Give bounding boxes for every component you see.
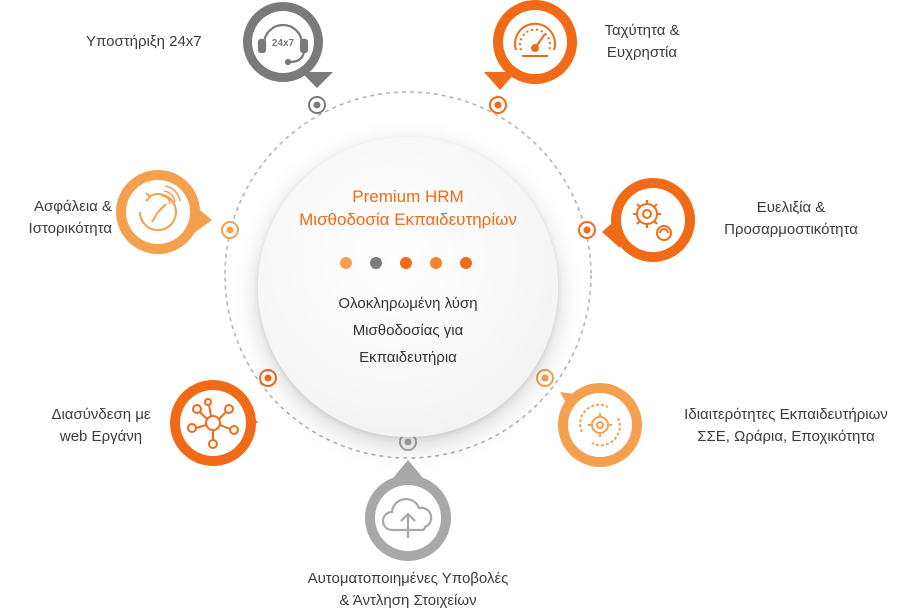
speed-bubble <box>484 0 577 90</box>
dot-4 <box>430 257 442 269</box>
ring-marker-particularities <box>536 369 554 387</box>
label-automation-line2: & Άντληση Στοιχείων <box>339 592 477 609</box>
ring-marker-security <box>221 221 239 239</box>
label-particularities: Ιδιαιτερότητες Εκπαιδευτήριων ΣΣΕ, Ωράρι… <box>652 404 920 448</box>
icon-text-24x7: 24x7 <box>272 38 295 49</box>
label-speed-line2: Ευχρηστία <box>606 44 678 61</box>
center-title-line2: Μισθοδοσία Εκπαιδευτηρίων <box>299 210 517 229</box>
support-bubble: 24x7 <box>243 2 333 88</box>
dot-5 <box>460 257 472 269</box>
ring-marker-speed <box>489 96 507 114</box>
label-speed: Ταχύτητα & Ευχρηστία <box>592 20 692 64</box>
label-automation-line1: Αυτοματοποιημένες Υποβολές <box>307 570 509 587</box>
center-desc-line3: Εκπαιδευτήρια <box>359 349 457 366</box>
label-security: Ασφάλεια & Ιστορικότητα <box>0 196 112 240</box>
label-flexibility: Ευελιξία & Προσαρμοστικότητα <box>702 197 880 241</box>
label-flexibility-line2: Προσαρμοστικότητα <box>724 221 858 238</box>
particularities-bubble <box>558 383 642 467</box>
security-bubble <box>116 170 212 254</box>
history-icon <box>138 185 181 232</box>
center-desc-line2: Μισθοδοσίας για <box>352 322 464 339</box>
ergani-bubble <box>170 380 258 466</box>
label-flexibility-line1: Ευελιξία & <box>756 199 826 216</box>
ring-marker-ergani <box>259 369 277 387</box>
label-automation: Αυτοματοποιημένες Υποβολές & Άντληση Στο… <box>268 568 548 612</box>
label-speed-line1: Ταχύτητα & <box>604 22 680 39</box>
label-ergani-line1: Διασύνδεση με <box>51 406 151 423</box>
label-ergani-line2: web Εργάνη <box>59 428 143 445</box>
speedometer-icon <box>514 22 556 57</box>
dot-1 <box>340 257 352 269</box>
gear-cycle-icon <box>579 403 621 447</box>
cloud-upload-icon <box>381 498 433 538</box>
label-ergani: Διασύνδεση με web Εργάνη <box>34 404 168 448</box>
dot-2 <box>370 257 382 269</box>
label-security-line2: Ιστορικότητα <box>28 220 112 237</box>
label-security-line1: Ασφάλεια & <box>33 198 112 215</box>
ring-marker-flexibility <box>578 221 596 239</box>
center-title-line1: Premium HRM <box>352 187 464 206</box>
automation-bubble <box>365 460 451 561</box>
network-icon <box>187 398 239 449</box>
ring-marker-support <box>308 96 326 114</box>
dashed-ring <box>224 91 592 459</box>
headset-icon <box>257 23 309 66</box>
flexibility-bubble <box>602 178 695 262</box>
label-support-line1: Υποστήριξη 24x7 <box>86 33 202 50</box>
gears-icon <box>633 200 672 241</box>
center-desc-line1: Ολοκληρωμένη λύση <box>338 295 478 312</box>
label-particularities-line1: Ιδιαιτερότητες Εκπαιδευτήριων <box>684 406 888 423</box>
center-circle: Premium HRM Μισθοδοσία Εκπαιδευτηρίων Ολ… <box>258 137 558 437</box>
dot-3 <box>400 257 412 269</box>
center-dots <box>338 257 478 271</box>
label-particularities-line2: ΣΣΕ, Ωράρια, Εποχικότητα <box>697 428 875 445</box>
label-support: Υποστήριξη 24x7 <box>86 31 202 53</box>
